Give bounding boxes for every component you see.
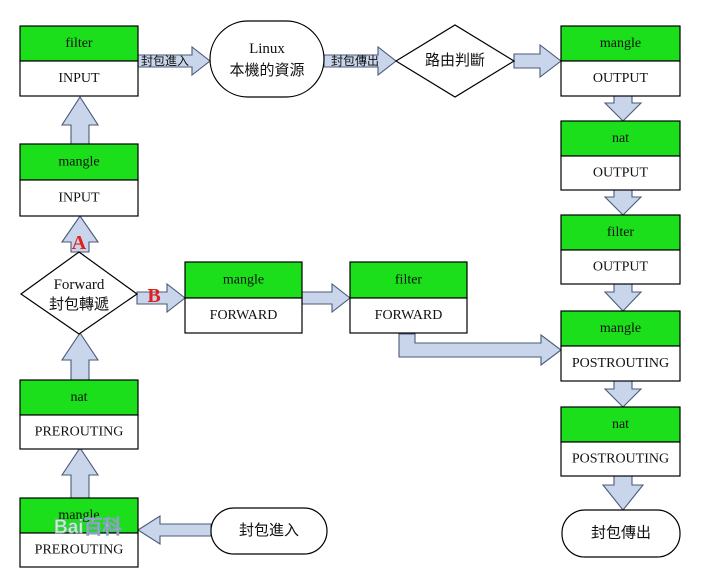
arrow-down-nat-output-to-filter-output bbox=[603, 189, 643, 216]
table-label: filter bbox=[607, 225, 635, 240]
chain-cell bbox=[560, 345, 681, 382]
chain-label: PREROUTING bbox=[35, 543, 124, 558]
node-forward: Forward 封包轉遞 bbox=[19, 251, 139, 335]
chain-label: POSTROUTING bbox=[572, 356, 669, 371]
arrow-mangle-forward-to-filter-forward bbox=[301, 282, 351, 314]
table-cell bbox=[560, 120, 681, 157]
arrow-up-prerouting-to-nat bbox=[60, 447, 100, 499]
arrow-packet-in-to-mangle-prerouting bbox=[136, 514, 212, 546]
box-nat-prerouting: nat PREROUTING bbox=[19, 379, 139, 450]
arrow-up-mangle-input-to-filter-input bbox=[60, 95, 100, 145]
node-label: 路由判斷 bbox=[425, 52, 485, 69]
chain-cell bbox=[19, 179, 139, 217]
table-cell bbox=[19, 143, 139, 181]
arrow-filter-forward-to-mangle-postrouting bbox=[398, 333, 562, 367]
chain-label: INPUT bbox=[58, 71, 100, 86]
table-label: mangle bbox=[600, 321, 641, 336]
chain-label: FORWARD bbox=[210, 308, 278, 323]
box-mangle-prerouting: mangle PREROUTING bbox=[19, 497, 139, 568]
box-filter-forward: filter FORWARD bbox=[349, 261, 468, 334]
table-cell bbox=[560, 310, 681, 347]
table-label: nat bbox=[612, 131, 629, 146]
table-cell bbox=[19, 497, 139, 534]
node-packet-in: 封包進入 bbox=[210, 507, 328, 555]
chain-cell bbox=[560, 60, 681, 97]
node-line-2: 封包轉遞 bbox=[49, 296, 109, 313]
arrow-routing-to-mangle-output bbox=[513, 43, 562, 79]
table-cell bbox=[349, 261, 468, 299]
table-label: mangle bbox=[600, 36, 641, 51]
box-nat-output: nat OUTPUT bbox=[560, 120, 681, 191]
table-label: nat bbox=[612, 417, 629, 432]
chain-cell bbox=[184, 297, 303, 334]
arrow-label-into-local: 封包進入 bbox=[141, 54, 189, 68]
node-shape bbox=[561, 509, 681, 558]
chain-cell bbox=[19, 60, 139, 97]
arrow-down-mangle-output-to-nat-output bbox=[603, 95, 643, 122]
table-label: mangle bbox=[58, 155, 99, 170]
node-label: 封包傳出 bbox=[591, 525, 651, 542]
table-label: mangle bbox=[58, 508, 99, 523]
decision-diamond bbox=[19, 251, 139, 335]
arrow-down-nat-postrouting-to-packet-out bbox=[601, 475, 645, 511]
box-mangle-output: mangle OUTPUT bbox=[560, 25, 681, 97]
node-shape bbox=[209, 20, 325, 98]
node-shape bbox=[210, 507, 328, 555]
decision-diamond bbox=[394, 24, 516, 98]
table-label: nat bbox=[70, 390, 87, 405]
node-linux-local: Linux 本機的資源 bbox=[209, 20, 325, 98]
chain-cell bbox=[19, 414, 139, 450]
node-routing-decision: 路由判斷 bbox=[394, 24, 516, 98]
node-line-2: 本機的資源 bbox=[229, 62, 304, 79]
box-filter-input: filter INPUT bbox=[19, 25, 139, 97]
table-cell bbox=[560, 214, 681, 251]
table-cell bbox=[184, 261, 303, 299]
box-nat-postrouting: nat POSTROUTING bbox=[560, 406, 681, 477]
arrow-down-filter-output-to-mangle-postrouting bbox=[603, 283, 643, 312]
chain-label: INPUT bbox=[58, 191, 100, 206]
arrow-up-forward-to-mangle-input bbox=[60, 215, 100, 253]
box-mangle-forward: mangle FORWARD bbox=[184, 261, 303, 334]
chain-cell bbox=[19, 532, 139, 568]
chain-label: OUTPUT bbox=[593, 166, 649, 181]
node-line-1: Forward bbox=[54, 277, 105, 293]
box-mangle-postrouting: mangle POSTROUTING bbox=[560, 310, 681, 382]
node-packet-out: 封包傳出 bbox=[561, 509, 681, 558]
table-cell bbox=[560, 406, 681, 443]
arrow-local-to-routing bbox=[323, 45, 397, 77]
chain-cell bbox=[560, 249, 681, 285]
marker-b: B bbox=[147, 285, 160, 307]
table-cell bbox=[560, 25, 681, 62]
chain-cell bbox=[560, 441, 681, 477]
watermark-logo: Bai百科 bbox=[54, 515, 122, 538]
arrow-down-mangle-postrouting-to-nat-postrouting bbox=[603, 380, 643, 408]
chain-cell bbox=[349, 297, 468, 334]
chain-label: PREROUTING bbox=[35, 425, 124, 440]
box-mangle-input: mangle INPUT bbox=[19, 143, 139, 217]
marker-a: A bbox=[72, 232, 87, 254]
chain-label: POSTROUTING bbox=[572, 452, 669, 467]
chain-label: OUTPUT bbox=[593, 71, 649, 86]
table-label: filter bbox=[65, 36, 93, 51]
table-label: mangle bbox=[223, 273, 264, 288]
box-filter-output: filter OUTPUT bbox=[560, 214, 681, 285]
chain-label: FORWARD bbox=[375, 308, 443, 323]
arrow-label-out-of-local: 封包傳出 bbox=[331, 54, 379, 68]
chain-cell bbox=[560, 155, 681, 191]
table-label: filter bbox=[395, 273, 423, 288]
chain-label: OUTPUT bbox=[593, 260, 649, 275]
arrow-forward-to-mangle-forward bbox=[136, 282, 186, 314]
table-cell bbox=[19, 379, 139, 416]
node-label: 封包進入 bbox=[239, 522, 299, 539]
node-line-1: Linux bbox=[249, 41, 285, 57]
arrow-up-nat-to-forward bbox=[60, 332, 100, 381]
arrow-filter-input-to-local bbox=[137, 45, 211, 77]
